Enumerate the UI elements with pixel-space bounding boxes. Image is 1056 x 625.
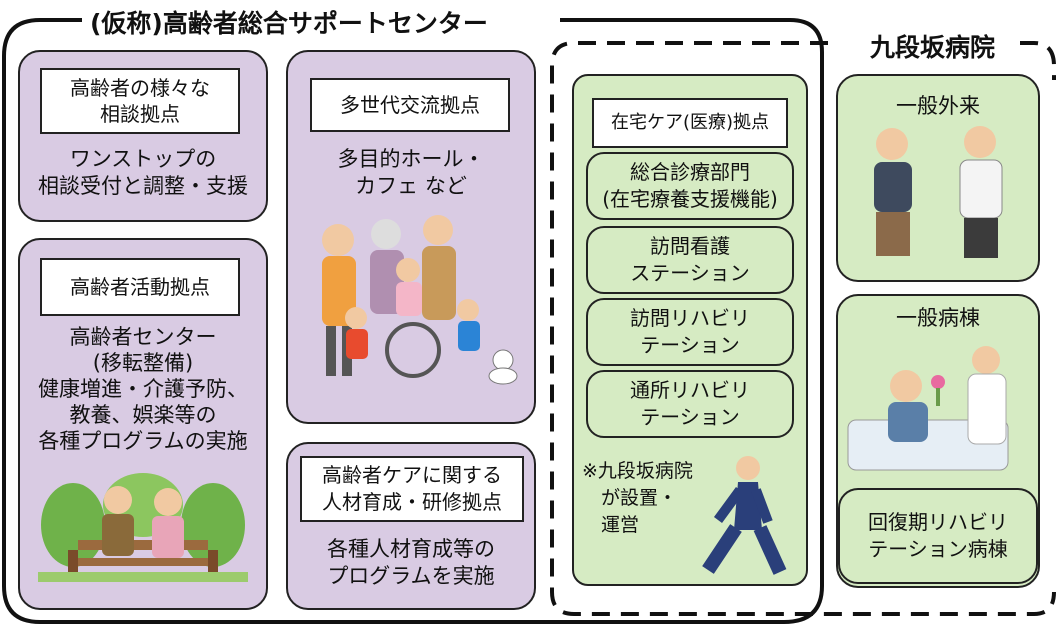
nurse-patient-illustration: [847, 346, 1009, 471]
exchange-label: 多世代交流拠点: [310, 78, 510, 132]
consult-text: ワンストップの 相談受付と調整・支援: [38, 147, 248, 198]
exchange-text: 多目的ホール・ カフェ など: [337, 147, 485, 198]
homecare-label: 在宅ケア(医療)拠点: [592, 98, 788, 148]
hospital-title: 九段坂病院: [862, 28, 1004, 64]
homecare-item: 総合診療部門 (在宅療養支援機能): [586, 152, 794, 220]
seniors-bench-illustration: [38, 473, 248, 582]
family-illustration: [322, 215, 518, 385]
activity-label: 高齢者活動拠点: [40, 258, 240, 316]
outpatient-label: 一般外来: [896, 94, 980, 118]
homecare-item: 通所リハビリ テーション: [586, 370, 794, 438]
homecare-item: 訪問看護 ステーション: [586, 226, 794, 294]
ward-label: 一般病棟: [896, 306, 980, 330]
hospital-frame: [550, 41, 1056, 616]
rehab-ward-box: 回復期リハビリ テーション病棟: [838, 488, 1038, 584]
outpatient-panel: [836, 74, 1040, 282]
center-title: (仮称)高齢者総合サポートセンター: [82, 4, 496, 40]
training-label: 高齢者ケアに関する 人材育成・研修拠点: [300, 456, 524, 522]
training-text: 各種人材育成等の プログラムを実施: [327, 537, 495, 588]
center-frame: [2, 18, 824, 624]
consult-label: 高齢者の様々な 相談拠点: [40, 68, 240, 134]
stretching-man-illustration: [702, 456, 787, 575]
activity-text: 高齢者センター (移転整備) 健康増進・介護予防、 教養、娯楽等の 各種プログラ…: [38, 325, 248, 453]
doctor-patient-illustration: [874, 126, 1003, 258]
homecare-note: ※九段坂病院 が設置・ 運営: [582, 460, 693, 536]
homecare-item: 訪問リハビリ テーション: [586, 298, 794, 366]
